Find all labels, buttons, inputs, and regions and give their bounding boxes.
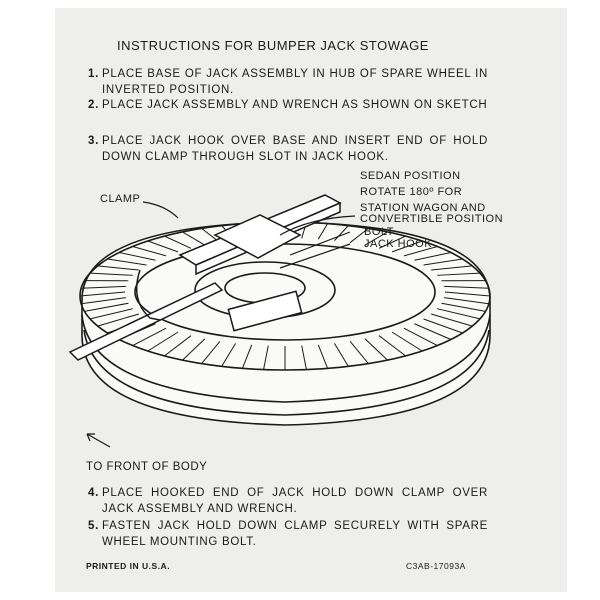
sedan-position-label: SEDAN POSITION (360, 170, 461, 182)
tread-line (349, 228, 369, 244)
tread-line (81, 297, 126, 305)
tread-line (441, 302, 486, 312)
tread-line (132, 246, 167, 257)
tread-line (391, 240, 423, 253)
tread-line (81, 285, 126, 289)
page-title: INSTRUCTIONS FOR BUMPER JACK STOWAGE (117, 38, 429, 53)
tread-line (201, 341, 221, 364)
tread-line (414, 252, 451, 261)
tread-line (164, 335, 192, 357)
bolt-label: BOLT (364, 226, 394, 238)
rotate-label: ROTATE 180º FOR (360, 186, 463, 198)
tread-line (349, 341, 369, 364)
tread-line (334, 225, 349, 241)
tread-line (423, 318, 463, 334)
tread-line (263, 345, 269, 370)
step-5: 5.FASTEN JACK HOLD DOWN CLAMP SECURELY W… (88, 520, 488, 548)
tread-line (437, 308, 481, 320)
front-of-body-label: TO FRONT OF BODY (86, 461, 208, 473)
step-2: 2.PLACE JACK ASSEMBLY AND WRENCH AS SHOW… (88, 99, 488, 111)
tread-line (301, 345, 307, 370)
tread-line (403, 327, 438, 346)
tread-line (97, 265, 139, 271)
tread-line (444, 291, 491, 297)
tread-line (132, 327, 167, 346)
clamp-label: CLAMP (100, 193, 141, 205)
tread-line (423, 258, 463, 266)
station-wagon-label: STATION WAGON AND (360, 202, 486, 214)
tread-line (444, 297, 489, 305)
tread-line (241, 344, 253, 369)
tread-line (444, 285, 489, 289)
jack-hook-label: JACK HOOK (364, 238, 433, 250)
tread-line (90, 272, 133, 276)
tread-line (147, 331, 179, 352)
step-3: 3.PLACE JACK HOOK OVER BASE AND INSERT E… (88, 135, 488, 163)
tread-line (378, 335, 406, 357)
tread-line (119, 252, 156, 261)
tread-line (431, 313, 473, 327)
tread-line (97, 313, 139, 327)
tread-line (403, 246, 438, 257)
tread-line (334, 343, 349, 367)
tread-line (89, 308, 133, 320)
tread-line (391, 331, 423, 352)
tread-line (182, 338, 206, 361)
tread-line (79, 291, 126, 297)
tread-line (317, 223, 329, 240)
tread-line (414, 323, 452, 340)
tread-line (147, 240, 179, 253)
tread-line (164, 235, 192, 249)
tread-line (317, 344, 329, 369)
tread-line (364, 231, 388, 246)
tread-line (107, 258, 147, 266)
convertible-label: CONVERTIBLE POSITION (360, 213, 504, 225)
printed-in-usa: PRINTED IN U.S.A. (86, 561, 171, 571)
tread-line (84, 302, 129, 312)
part-number: C3AB-17093A (406, 561, 466, 571)
tread-line (182, 231, 206, 246)
step-1: 1.PLACE BASE OF JACK ASSEMBLY IN HUB OF … (88, 68, 488, 96)
tread-line (437, 272, 480, 276)
tread-line (364, 338, 388, 361)
tread-line (221, 343, 236, 367)
tread-line (431, 265, 473, 271)
step-4: 4.PLACE HOOKED END OF JACK HOLD DOWN CLA… (88, 487, 488, 515)
tread-line (378, 235, 406, 249)
